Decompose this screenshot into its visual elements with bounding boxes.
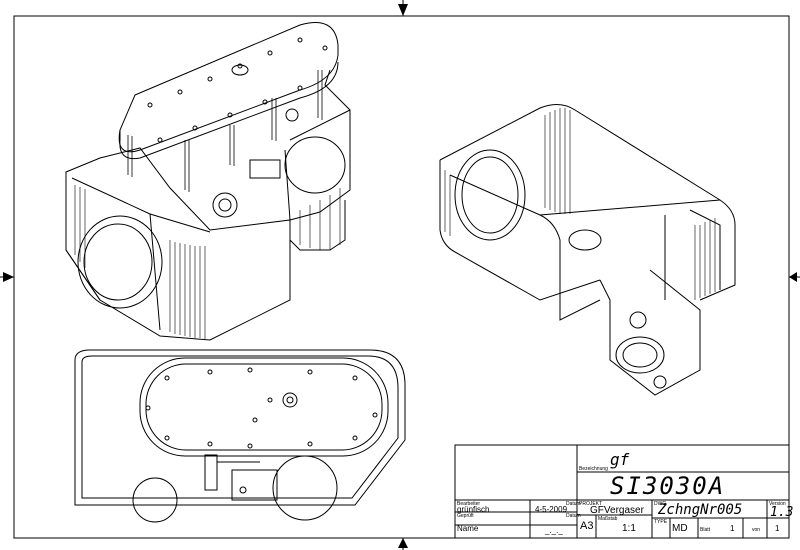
label-von: von	[752, 527, 761, 533]
label-bezeichnung: Bezeichnung	[579, 466, 608, 472]
label-version: Version	[769, 501, 786, 507]
label-dwg: DWG	[654, 501, 667, 507]
label-projekt: PROJEKT	[579, 501, 603, 507]
label-bearbeiter: Bearbeiter	[457, 501, 481, 507]
massstab: 1:1	[622, 523, 636, 534]
drawing-name: SI3030A	[610, 472, 726, 500]
format: A3	[580, 520, 594, 532]
projekt: GFVergaser	[590, 505, 644, 516]
label-blatt: Blatt	[700, 527, 711, 533]
version: 1.3	[770, 505, 794, 520]
label-datum: Datum	[566, 501, 581, 507]
zeichnung-nr: ZchngNr005	[658, 502, 743, 518]
datum2: _._._	[545, 526, 563, 535]
blatt-von: 1	[775, 524, 780, 533]
datum: 4-5-2009	[535, 505, 568, 514]
label-geprueft: Geprüft	[457, 513, 474, 519]
label-datum2: Datum	[566, 513, 581, 519]
type: MD	[672, 523, 688, 534]
title-block	[454, 444, 790, 539]
blatt: 1	[730, 524, 735, 533]
label-massstab: Maßstab	[598, 516, 618, 522]
isometric-view-right	[439, 104, 736, 396]
top-view	[74, 349, 406, 523]
drawing-title-line1: gf	[610, 450, 630, 469]
label-type: TYPE	[654, 519, 668, 525]
centering-marks	[3, 4, 797, 548]
drawing-frame	[13, 15, 790, 539]
bearbeiter: grünfisch	[457, 505, 490, 514]
geprueft-name: Name	[457, 524, 479, 533]
isometric-view-left	[65, 22, 351, 341]
